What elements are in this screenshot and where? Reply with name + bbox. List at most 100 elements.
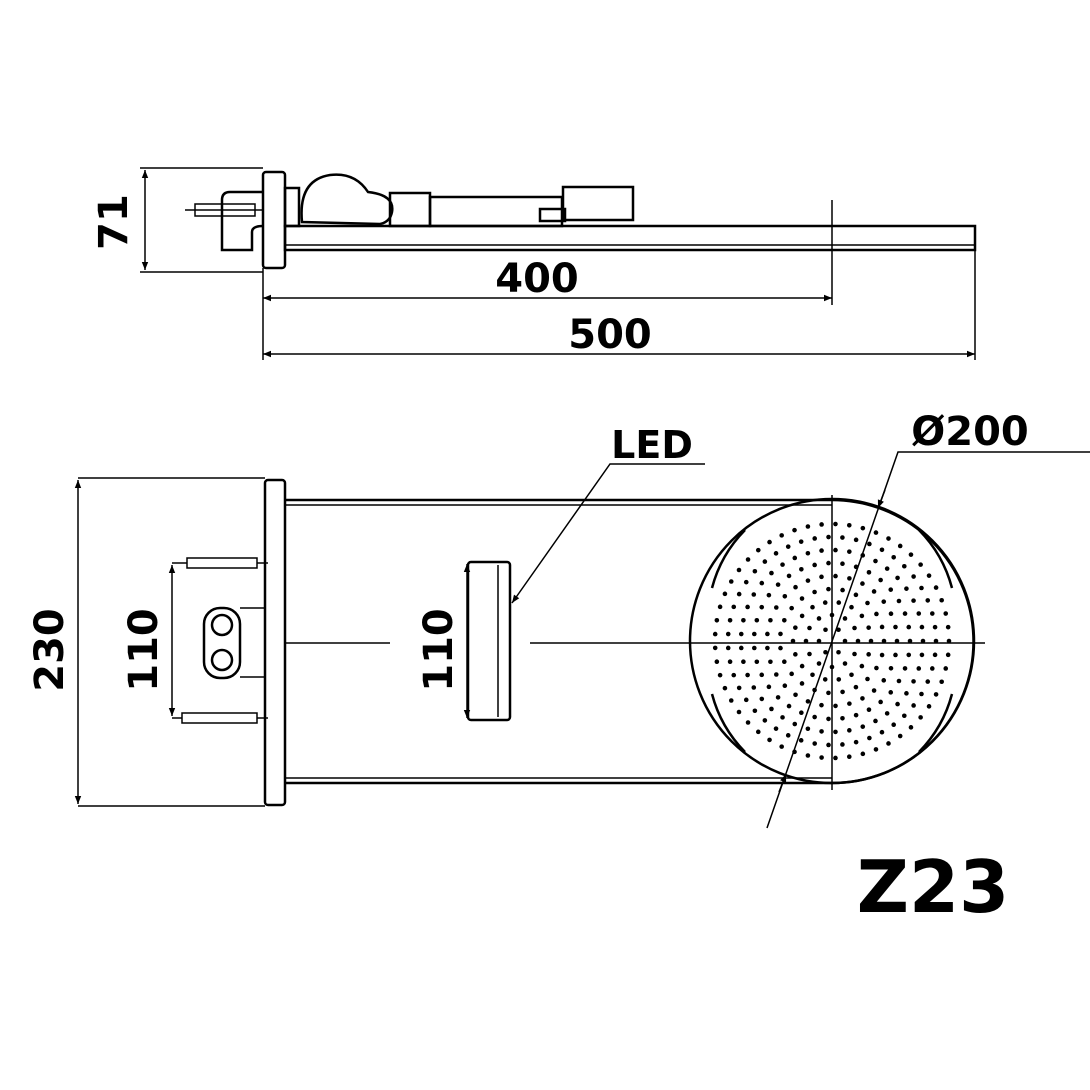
led-strip [466, 560, 512, 722]
spray-hole [722, 685, 728, 691]
spray-hole [897, 733, 903, 739]
spray-hole [911, 679, 916, 684]
spray-hole [799, 681, 805, 686]
spray-hole [933, 585, 939, 590]
dim-500-label: 500 [568, 312, 652, 358]
spray-hole [798, 539, 804, 544]
spray-hole [759, 580, 765, 586]
shower-head [688, 497, 976, 785]
spray-hole [879, 652, 885, 658]
spray-hole [755, 729, 761, 735]
spray-hole [752, 645, 757, 651]
spray-hole [932, 624, 938, 630]
spray-hole [918, 715, 923, 720]
spray-hole [881, 599, 887, 604]
spray-hole [736, 685, 742, 691]
spray-hole [840, 715, 845, 721]
spray-hole [759, 604, 765, 610]
spray-hole [826, 560, 831, 566]
spray-hole [916, 611, 922, 616]
dim-71-label: 71 [91, 194, 137, 250]
spray-hole [731, 672, 737, 678]
spray-hole [810, 672, 815, 678]
spray-hole [789, 671, 794, 677]
spray-hole [775, 582, 781, 587]
spray-hole [793, 692, 798, 698]
spray-hole [816, 638, 822, 644]
spray-hole [789, 605, 794, 611]
spray-hole [860, 696, 865, 701]
slot [918, 529, 954, 589]
slot [710, 693, 746, 753]
spray-hole [902, 563, 907, 569]
spray-hole [822, 677, 828, 682]
spray-hole [714, 659, 720, 664]
spray-hole [805, 753, 811, 758]
slot [710, 529, 746, 589]
side-view: 71 400 500 [91, 167, 977, 360]
spray-hole [886, 741, 891, 746]
spray-hole [785, 544, 791, 549]
spray-hole [919, 691, 924, 697]
spray-hole [819, 729, 824, 734]
spray-hole [751, 685, 757, 690]
spray-hole [873, 747, 879, 752]
spray-hole [891, 722, 896, 728]
spray-hole [778, 645, 783, 651]
spray-hole [779, 744, 784, 749]
top-view: 110 230 110 LED Ø200 [27, 409, 1090, 829]
spray-hole [888, 611, 894, 617]
spray-hole [879, 624, 885, 630]
spray-hole [812, 562, 817, 568]
spray-hole [907, 638, 913, 644]
spray-hole [902, 666, 908, 671]
spray-hole [819, 755, 824, 760]
spray-hole [782, 659, 787, 665]
spray-hole [822, 600, 828, 605]
led-leader [511, 463, 705, 604]
spray-hole [919, 585, 924, 591]
spray-hole [766, 684, 772, 690]
spray-hole [891, 554, 896, 560]
spray-hole [879, 547, 885, 553]
spray-hole [853, 739, 859, 745]
spray-hole [736, 591, 742, 597]
spray-hole [946, 638, 952, 644]
spray-hole [790, 638, 796, 644]
spray-hole [712, 631, 718, 637]
spray-hole [759, 696, 765, 702]
spray-hole [799, 596, 805, 601]
spray-hole [918, 562, 923, 567]
spray-hole [826, 716, 831, 722]
spray-hole [769, 706, 774, 712]
spray-hole [779, 533, 784, 538]
spray-hole [792, 527, 797, 533]
spray-hole [902, 611, 908, 616]
spray-hole [842, 638, 848, 644]
spray-hole [939, 679, 944, 685]
spray-hole [842, 616, 848, 621]
spray-hole [865, 676, 870, 682]
spray-hole [792, 721, 798, 727]
spray-hole [840, 587, 845, 593]
spray-hole [768, 617, 773, 623]
spray-hole [943, 666, 949, 671]
spray-hole [774, 605, 779, 610]
spray-hole [867, 541, 872, 547]
spray-hole [765, 645, 770, 651]
water-inlet-body [202, 606, 242, 680]
spray-hole [762, 718, 768, 723]
spray-hole [847, 728, 852, 733]
spray-hole [840, 689, 845, 695]
spray-hole [847, 701, 852, 706]
spray-hole [866, 625, 871, 630]
dim-110-mount-label: 110 [121, 608, 167, 692]
inlet-hole-icon [210, 613, 234, 637]
spray-hole [798, 738, 804, 743]
shower-arm [283, 224, 977, 252]
spray-hole [833, 573, 838, 579]
spray-hole [930, 666, 935, 671]
spray-hole [894, 638, 900, 644]
spray-hole [738, 645, 744, 651]
spray-hole [873, 530, 879, 535]
